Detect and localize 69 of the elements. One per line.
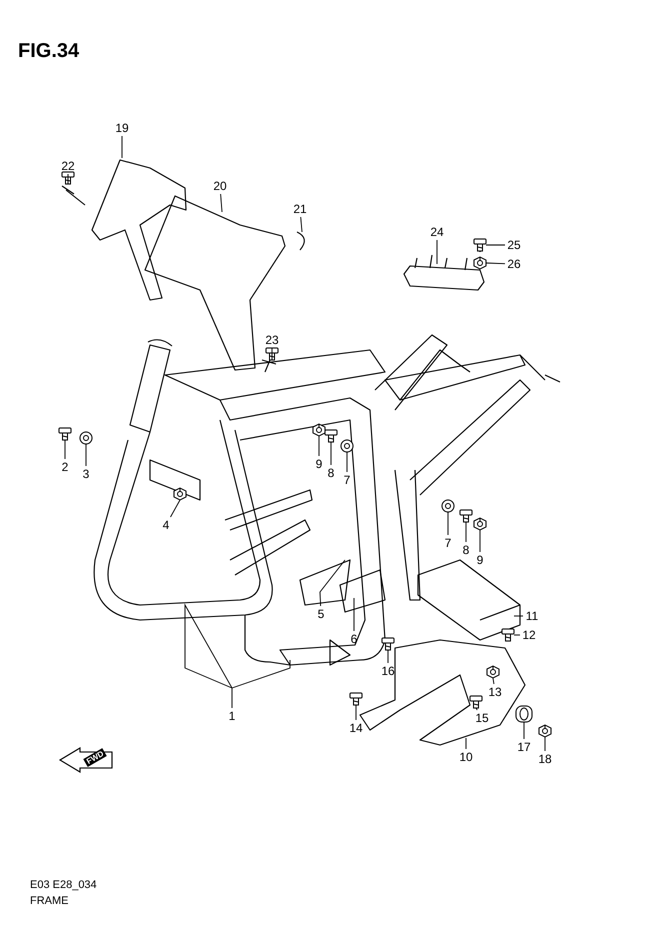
- bolt-icon: [62, 172, 74, 184]
- grommet-icon: [516, 706, 532, 722]
- callout-number: 4: [162, 518, 170, 532]
- bolt-icon: [382, 638, 394, 650]
- leader-line: [476, 708, 478, 710]
- leader-line: [514, 634, 520, 636]
- nut-icon: [174, 487, 186, 501]
- leader-line: [220, 194, 222, 212]
- callout-number: 26: [506, 257, 522, 271]
- callout-number: 24: [429, 225, 445, 239]
- leader-line: [486, 262, 506, 264]
- leader-line: [170, 500, 180, 518]
- leader-line: [486, 244, 506, 246]
- nut-icon: [312, 423, 326, 437]
- callout-number: 17: [516, 740, 532, 754]
- callout-number: 8: [462, 543, 470, 557]
- bolt-icon: [324, 430, 338, 442]
- callout-number: 9: [314, 457, 324, 471]
- callout-number: 23: [264, 333, 280, 347]
- leader-line: [330, 442, 332, 466]
- leader-line: [320, 560, 346, 606]
- nut-icon: [486, 665, 500, 679]
- leader-line: [64, 440, 66, 460]
- callout-number: 25: [506, 238, 522, 252]
- diagram-code: E03 E28_034: [30, 879, 97, 891]
- callout-number: 20: [212, 179, 228, 193]
- callout-number: 8: [326, 466, 336, 480]
- callout-number: 2: [60, 460, 70, 474]
- leader-line: [492, 678, 494, 684]
- caption: FRAME: [30, 895, 68, 907]
- callout-number: 19: [114, 121, 130, 135]
- callout-number: 22: [60, 159, 76, 173]
- callout-number: 13: [487, 685, 503, 699]
- callout-number: 9: [476, 553, 484, 567]
- nut-icon: [474, 517, 486, 531]
- leader-line: [300, 216, 302, 232]
- callout-number: 11: [524, 609, 540, 623]
- leader-line: [544, 736, 546, 752]
- callout-number: 21: [292, 202, 308, 216]
- callout-number: 6: [350, 632, 358, 646]
- callout-number: 10: [458, 750, 474, 764]
- callout-number: 15: [474, 711, 490, 725]
- bolt-icon: [460, 510, 472, 522]
- callout-number: 1: [228, 709, 236, 723]
- bolt-icon: [474, 238, 486, 252]
- washer-icon: [340, 440, 354, 452]
- washer-icon: [80, 432, 92, 444]
- nut-icon: [538, 724, 552, 738]
- leader-line: [346, 452, 348, 472]
- leader-line: [184, 603, 290, 708]
- callout-number: 16: [380, 664, 396, 678]
- callout-number: 3: [82, 467, 90, 481]
- washer-icon: [442, 500, 454, 512]
- callout-number: 14: [348, 721, 364, 735]
- figure-title: FIG.34: [18, 40, 80, 63]
- nut-icon: [474, 256, 486, 270]
- bolt-icon: [350, 692, 362, 706]
- leader-line: [436, 240, 438, 264]
- bolt-icon: [266, 348, 278, 360]
- bolt-icon: [58, 428, 72, 440]
- callout-number: 7: [342, 473, 352, 487]
- bolt-icon: [502, 628, 514, 642]
- leader-line: [318, 436, 320, 456]
- callout-number: 5: [316, 607, 326, 621]
- callout-number: 7: [444, 536, 452, 550]
- bolt-icon: [470, 696, 482, 708]
- callout-number: 18: [537, 752, 553, 766]
- callout-number: 12: [521, 628, 537, 642]
- direction-label: FWD: [83, 748, 107, 767]
